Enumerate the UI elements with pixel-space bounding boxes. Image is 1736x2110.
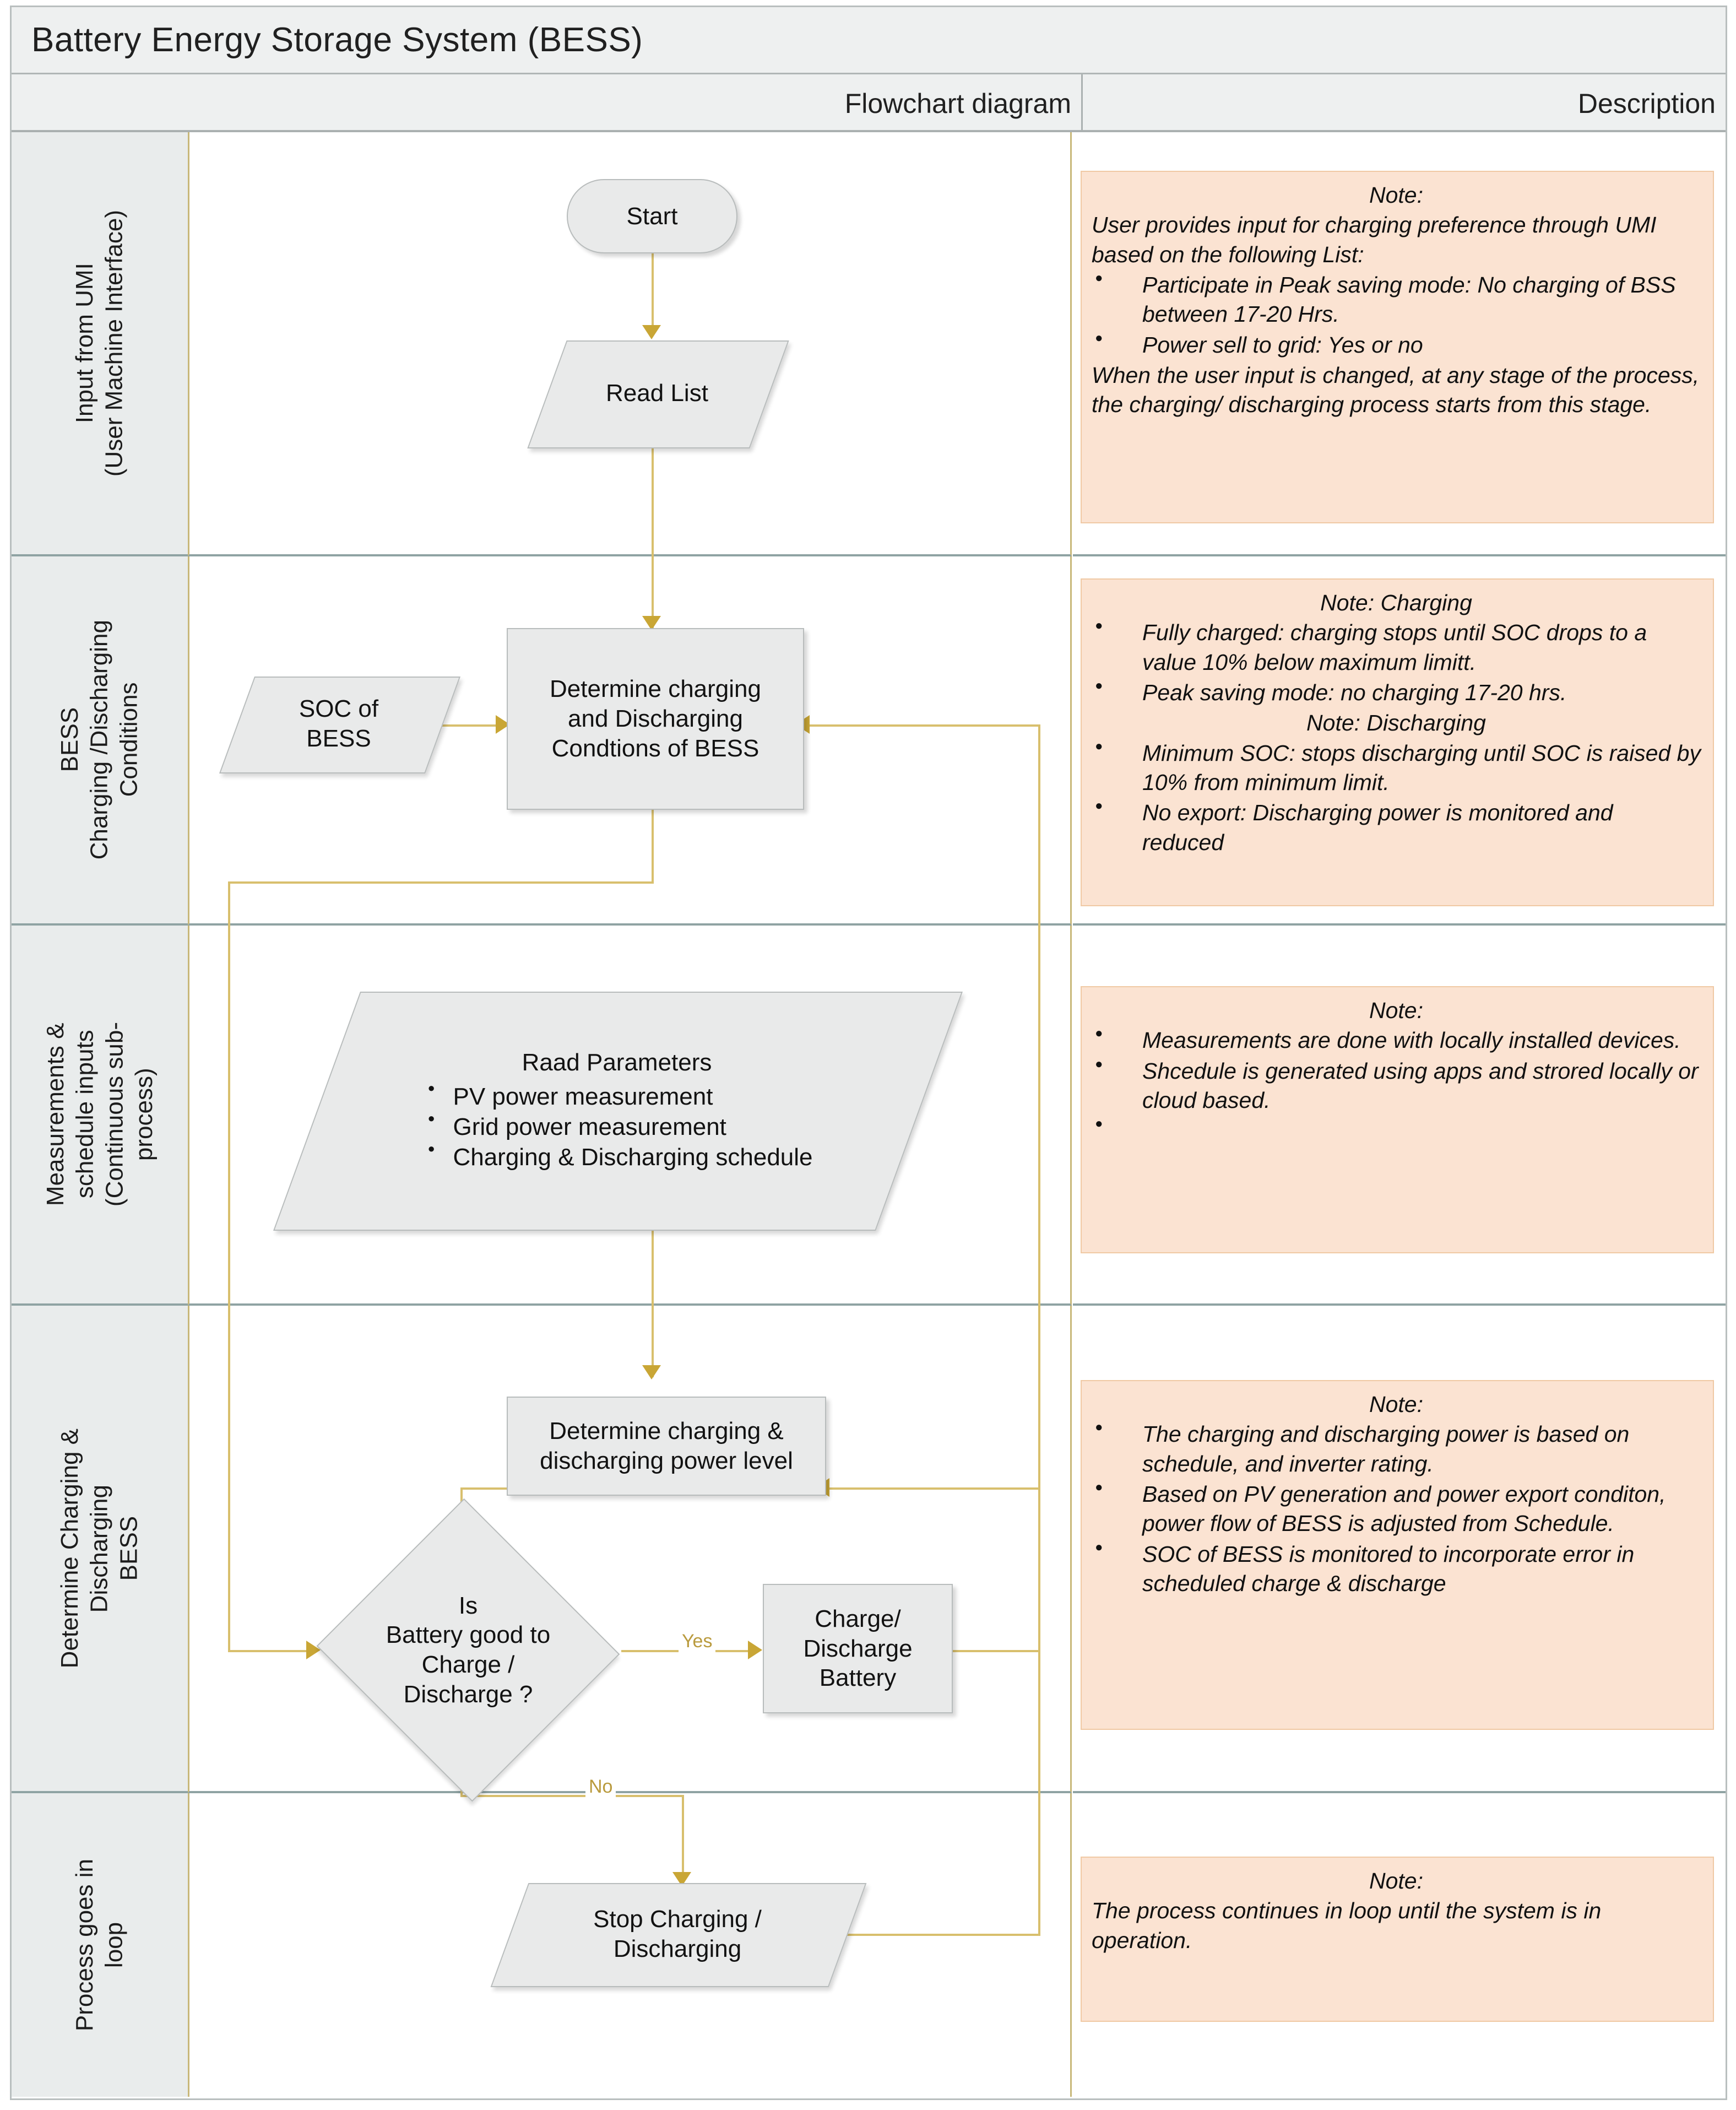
connector-leftrail-to-decision — [228, 1650, 316, 1652]
node-read-list[interactable]: Read List — [527, 340, 789, 448]
edge-label-no: No — [585, 1776, 616, 1798]
list-item: SOC of BESS is monitored to incorporate … — [1092, 1539, 1701, 1599]
arrowhead-down — [642, 616, 661, 630]
node-charge-discharge-battery[interactable]: Charge/ Discharge Battery — [763, 1584, 953, 1713]
note-measurements-list: Measurements are done with locally insta… — [1092, 1025, 1701, 1143]
connector-left-rail — [228, 881, 230, 1652]
connector-decision-no-right — [460, 1795, 684, 1797]
connector-right-long-rail — [1038, 724, 1040, 1934]
edge-label-yes: Yes — [679, 1631, 716, 1652]
note-conditions-charging-list: Fully charged: charging stops until SOC … — [1092, 617, 1701, 707]
list-item: Participate in Peak saving mode: No char… — [1092, 269, 1701, 329]
desc-cell-measurements: Note: Measurements are done with locally… — [1073, 926, 1726, 1306]
list-item: Fully charged: charging stops until SOC … — [1092, 617, 1701, 677]
node-read-parameters-list: PV power measurement Grid power measurem… — [421, 1080, 812, 1172]
list-item — [1092, 1115, 1701, 1143]
connector-stop-right — [840, 1934, 1040, 1936]
note-input-umi: Note: User provides input for charging p… — [1081, 171, 1714, 523]
node-start[interactable]: Start — [567, 179, 737, 253]
list-item: Minimum SOC: stops discharging until SOC… — [1092, 738, 1701, 798]
list-item: Charging & Discharging schedule — [421, 1141, 812, 1172]
connector-conditions-down — [652, 810, 654, 883]
node-stop-charging[interactable]: Stop Charging / Discharging — [490, 1883, 867, 1987]
node-determine-power-level[interactable]: Determine charging & discharging power l… — [507, 1397, 826, 1496]
list-item: The charging and discharging power is ba… — [1092, 1419, 1701, 1479]
node-read-parameters[interactable]: Raad Parameters PV power measurement Gri… — [273, 992, 963, 1231]
desc-cell-determine: Note: The charging and discharging power… — [1073, 1306, 1726, 1793]
column-header-row: Flowchart diagram Description — [12, 74, 1726, 132]
node-decision-battery-good[interactable]: Is Battery good to Charge / Discharge ? — [314, 1498, 622, 1802]
node-determine-conditions[interactable]: Determine charging and Discharging Condt… — [507, 628, 804, 810]
desc-cell-input-umi: Note: User provides input for charging p… — [1073, 132, 1726, 556]
lane-label-input-umi: Input from UMI (User Machine Interface) — [12, 132, 188, 556]
connector-conditions-to-leftrail — [228, 881, 654, 884]
column-header-description: Description — [1577, 88, 1716, 119]
note-conditions-discharging-list: Minimum SOC: stops discharging until SOC… — [1092, 738, 1701, 857]
connector-soc-to-conditions — [441, 724, 507, 727]
desc-cell-bess-conditions: Note: Charging Fully charged: charging s… — [1073, 556, 1726, 926]
arrowhead-down — [642, 1365, 661, 1379]
list-item: No export: Discharging power is monitore… — [1092, 797, 1701, 857]
connector-start-to-readlist — [652, 253, 654, 336]
note-determine-list: The charging and discharging power is ba… — [1092, 1419, 1701, 1599]
lane-label-measurements: Measurements & schedule inputs (Continuo… — [12, 926, 188, 1306]
list-item: Peak saving mode: no charging 17-20 hrs. — [1092, 677, 1701, 707]
page-title: Battery Energy Storage System (BESS) — [31, 21, 643, 59]
list-item: Based on PV generation and power export … — [1092, 1479, 1701, 1539]
list-item: Power sell to grid: Yes or no — [1092, 329, 1701, 360]
note-conditions: Note: Charging Fully charged: charging s… — [1081, 578, 1714, 906]
connector-params-to-powerlevel — [652, 1229, 654, 1377]
desc-cell-loop: Note: The process continues in loop unti… — [1073, 1793, 1726, 2097]
connector-no-to-stop — [682, 1795, 684, 1883]
connector-battery-right — [952, 1650, 1040, 1652]
note-loop: Note: The process continues in loop unti… — [1081, 1857, 1714, 2022]
arrowhead-down — [642, 325, 661, 339]
connector-back-to-powerlevel — [819, 1487, 1040, 1490]
connector-readlist-to-conditions — [652, 446, 654, 628]
connector-rail-to-conditions — [804, 724, 1040, 727]
lane-label-bess-conditions: BESS Charging /Discharging Conditions — [12, 556, 188, 926]
lane-label-loop: Process goes in loop — [12, 1793, 188, 2097]
node-read-parameters-title: Raad Parameters — [522, 1048, 712, 1076]
list-item: PV power measurement — [421, 1080, 812, 1112]
node-soc-of-bess[interactable]: SOC of BESS — [219, 677, 461, 773]
column-header-flowchart: Flowchart diagram — [12, 74, 1083, 132]
note-input-umi-list: Participate in Peak saving mode: No char… — [1092, 269, 1701, 360]
arrowhead-right — [748, 1641, 762, 1659]
note-determine: Note: The charging and discharging power… — [1081, 1380, 1714, 1730]
diagram-title-bar: Battery Energy Storage System (BESS) — [12, 7, 1726, 74]
note-measurements: Note: Measurements are done with locally… — [1081, 986, 1714, 1253]
lane-label-determine: Determine Charging & Discharging BESS — [12, 1306, 188, 1793]
list-item: Shcedule is generated using apps and str… — [1092, 1056, 1701, 1116]
list-item: Grid power measurement — [421, 1111, 812, 1142]
list-item: Measurements are done with locally insta… — [1092, 1025, 1701, 1055]
